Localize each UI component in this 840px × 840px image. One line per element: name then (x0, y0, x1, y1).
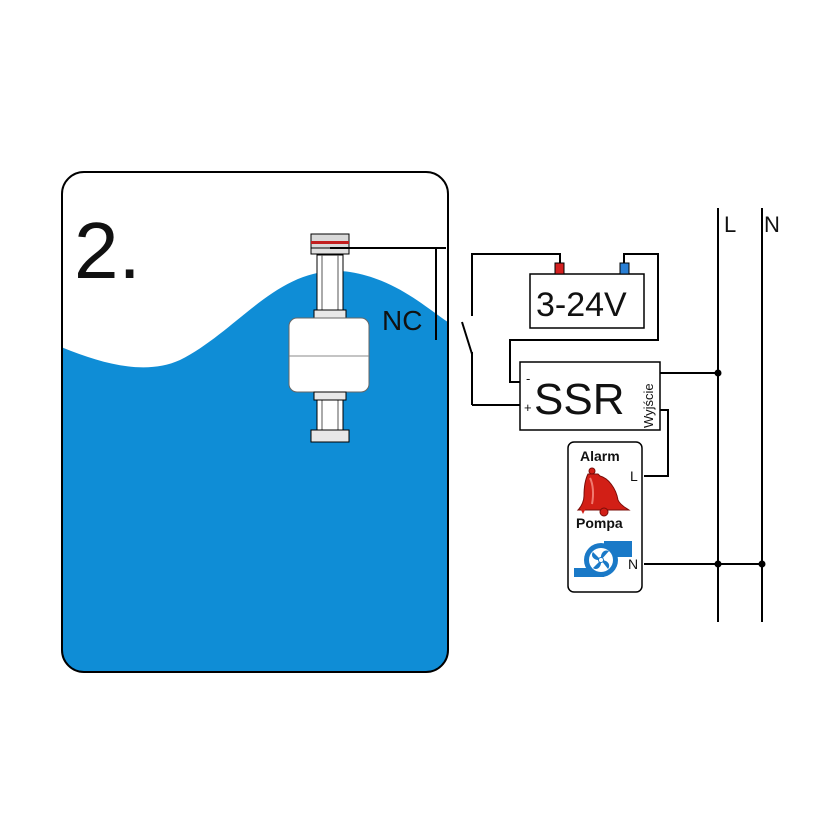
mains-line-label: L (724, 212, 736, 237)
float-body (288, 317, 370, 393)
terminal-negative (619, 262, 630, 275)
ssr-plus-label: + (524, 400, 532, 415)
ssr-minus-label: - (526, 371, 530, 386)
power-supply: 3-24V (529, 262, 645, 329)
alarm-label: Alarm (580, 448, 620, 464)
mains-neutral-label: N (764, 212, 780, 237)
terminal-positive (554, 262, 565, 275)
nc-contact-label: NC (382, 305, 422, 336)
water-tank: 2. (61, 171, 449, 673)
wires (330, 247, 762, 565)
ssr-label: SSR (534, 375, 624, 424)
ssr-relay: SSR - + Wyjście (519, 361, 661, 431)
pump-icon (574, 541, 632, 577)
ssr-output-label: Wyjście (641, 383, 656, 428)
load-terminal-n: N (628, 556, 638, 572)
step-number: 2. (74, 206, 141, 295)
load-terminal-l: L (630, 468, 638, 484)
bell-icon (576, 467, 631, 517)
load-box: Alarm Pompa L N (567, 441, 643, 593)
power-supply-label: 3-24V (536, 286, 627, 324)
pump-label: Pompa (576, 515, 623, 531)
